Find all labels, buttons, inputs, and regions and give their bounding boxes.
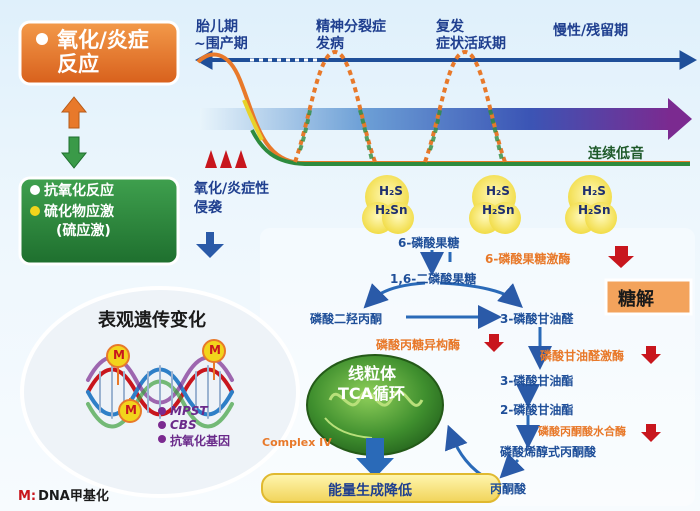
phase-chronic: 慢性/残留期 (553, 23, 629, 39)
glycolysis-label: 糖解 (618, 289, 654, 310)
yellow-bullet-icon (30, 206, 40, 216)
white-bullet-icon (30, 185, 40, 195)
relapse-peak (423, 49, 507, 163)
gene-bullets (158, 407, 166, 443)
methyl-markers (106, 339, 226, 423)
mito-label: 线粒体 (348, 364, 397, 383)
enzyme-gapdh: 磷酸甘油醛激酶 (540, 349, 625, 363)
feedback-arrows (60, 96, 88, 169)
antioxidant-box-content: 抗氧化反应 硫化物应激 (硫应激) (30, 182, 180, 240)
transition-curve (242, 99, 264, 141)
node-pyruvate: 丙酮酸 (490, 482, 527, 496)
onset-peak (293, 49, 377, 163)
enzyme-tpi: 磷酸丙糖异构酶 (376, 338, 461, 352)
gene-antioxidant: 抗氧化基因 (170, 434, 231, 448)
continuous-low-line (250, 129, 690, 166)
node-pep: 磷酸烯醇式丙酮酸 (500, 445, 597, 459)
legend-m: M: (18, 489, 37, 504)
fetal-curve (196, 52, 690, 165)
h2sn-label-2: H₂Sn (482, 203, 515, 217)
oxidation-box (18, 20, 180, 86)
sulfide-stress-label: 硫化物应激 (44, 204, 114, 220)
phase-relapse-2: 症状活跃期 (436, 36, 506, 52)
h2s-label-1: H₂S (379, 184, 403, 198)
h2sn-label-3: H₂Sn (578, 203, 611, 217)
legend-text: DNA甲基化 (38, 489, 109, 504)
insult-down-arrow (196, 232, 224, 258)
methyl-marker-3: M (125, 403, 137, 417)
methylation-legend: M:DNA甲基化 (18, 485, 109, 504)
methyl-marker-2: M (209, 343, 221, 357)
enzyme-pfk: 6-磷酸果糖激酶 (485, 252, 571, 266)
node-f6p: 6-磷酸果糖 (398, 236, 460, 250)
sulfide-stress-sub: (硫应激) (56, 223, 111, 239)
node-g3p: 3-磷酸甘油醛 (500, 312, 574, 326)
h2sn-label-1: H₂Sn (375, 203, 408, 217)
gene-mpst: MPST (170, 404, 208, 418)
tca-label: TCA循环 (338, 384, 406, 403)
mitochondrion (306, 354, 444, 456)
glycolysis-panel (260, 228, 695, 506)
phase-fetal: 胎儿期 (196, 19, 238, 35)
enzyme-enolase: 磷酸丙酮酸水合酶 (538, 425, 626, 438)
phase-relapse-1: 复发 (436, 19, 464, 35)
complex-iv-label: Complex IV (262, 436, 332, 449)
energy-bar (261, 473, 501, 503)
glycolysis-label-box (604, 278, 693, 316)
progression-arrow (200, 98, 692, 140)
phase-perinatal: ~围产期 (194, 36, 248, 52)
oxidation-box-content: 氧化/炎症 反应 (36, 28, 176, 76)
h2s-label-2: H₂S (486, 184, 510, 198)
white-bullet-icon (36, 32, 48, 45)
antioxidant-box (18, 176, 180, 266)
node-3pg: 3-磷酸甘油酯 (500, 374, 574, 388)
insult-label: 氧化/炎症性 侵袭 (194, 181, 270, 216)
phase-psychiatric-2: 发病 (316, 36, 344, 52)
node-f16bp: 1,6-二磷酸果糖 (390, 272, 477, 286)
continuous-low-label: 连续低音 (588, 146, 644, 162)
node-dhap: 磷酸二羟丙酮 (310, 312, 383, 326)
h2s-label-3: H₂S (582, 184, 606, 198)
epigenetics-title: 表观遗传变化 (98, 310, 206, 331)
h2s-bubbles (362, 175, 617, 234)
antioxidant-label: 抗氧化反应 (44, 183, 114, 199)
phase-psychiatric-1: 精神分裂症 (316, 19, 386, 35)
node-2pg: 2-磷酸甘油酯 (500, 403, 574, 417)
methyl-marker-1: M (113, 348, 125, 362)
energy-label: 能量生成降低 (328, 483, 412, 499)
pathway-arrows (363, 250, 552, 482)
energy-down-arrow (356, 438, 394, 478)
gene-cbs: CBS (170, 418, 197, 432)
oxidation-box-label: 氧化/炎症 反应 (57, 28, 149, 76)
insult-triangles (205, 150, 247, 168)
